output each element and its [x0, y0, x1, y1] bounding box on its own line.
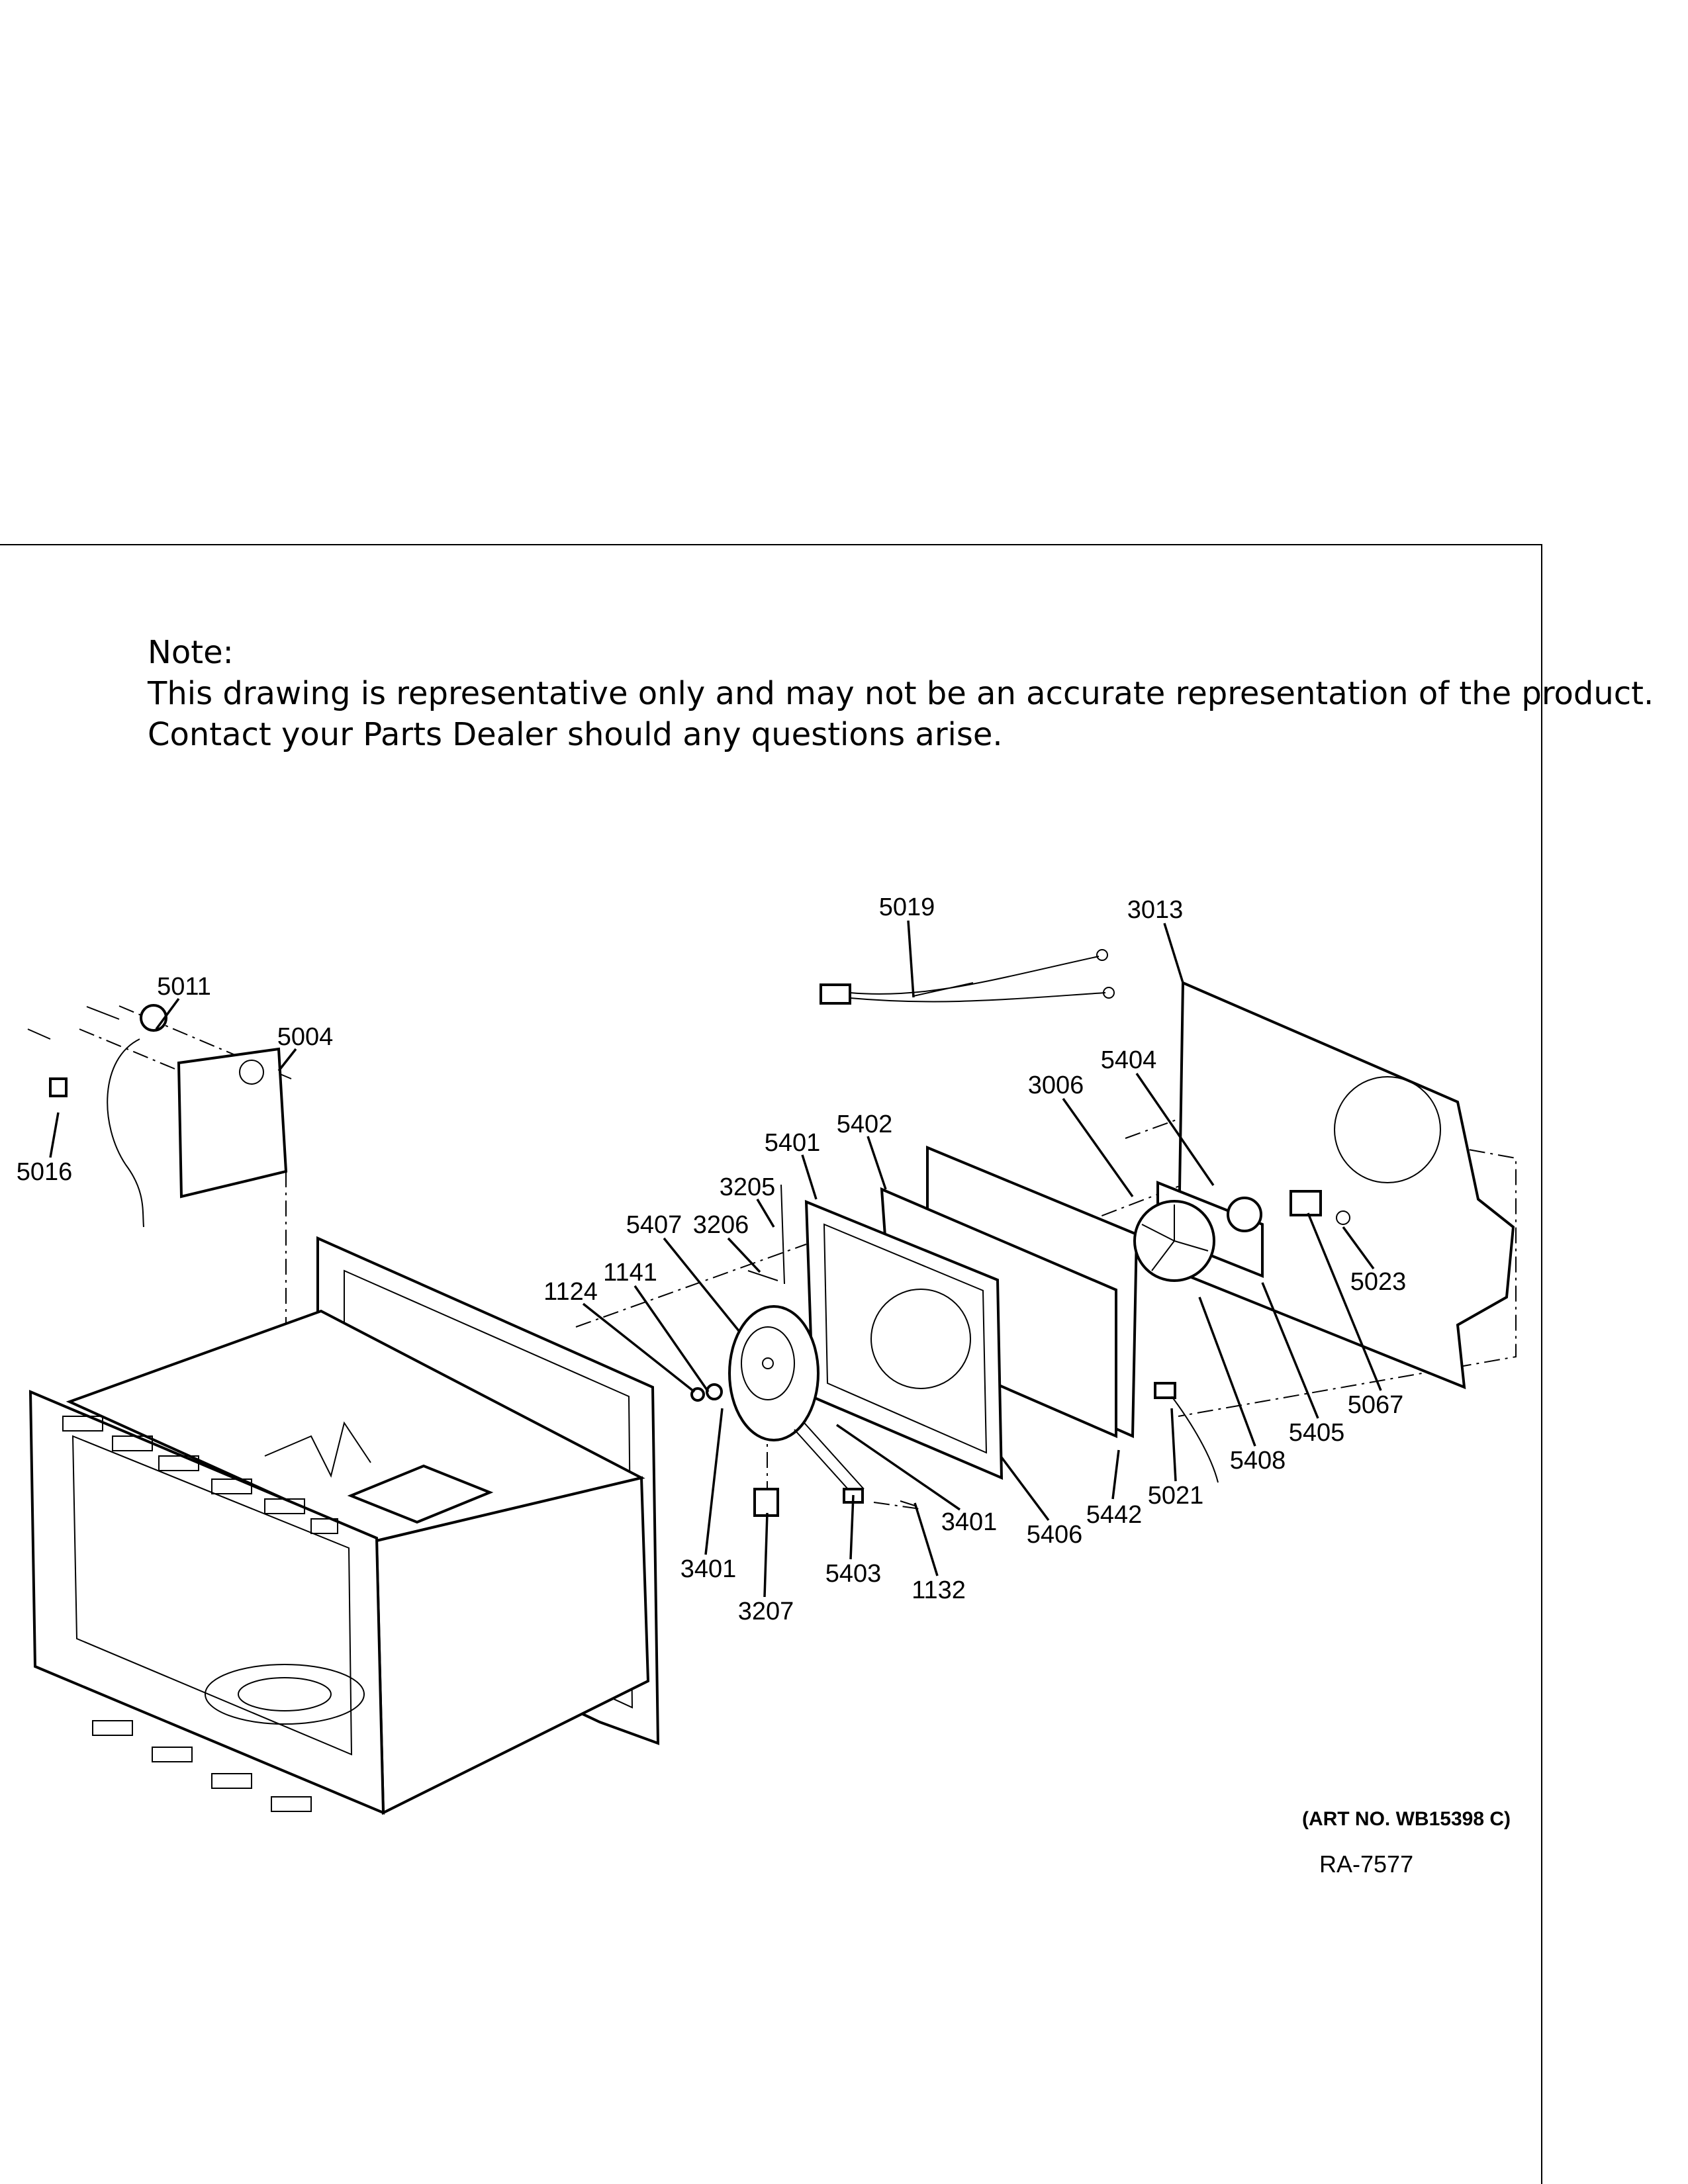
- callout-5405: 5405: [1289, 1419, 1345, 1447]
- callout-leader-lines: [49, 920, 1382, 1598]
- callout-labels: 5019 3013 5011 5004 5016 5404 3006 5402 …: [17, 893, 1407, 1625]
- callout-5402: 5402: [837, 1111, 893, 1138]
- note-line-1: This drawing is representative only and …: [148, 675, 1654, 712]
- callout-3401-left: 3401: [680, 1555, 737, 1583]
- callout-3207: 3207: [738, 1598, 794, 1625]
- callout-3205: 3205: [720, 1173, 776, 1201]
- callout-5067: 5067: [1348, 1391, 1404, 1419]
- callout-5407: 5407: [626, 1211, 682, 1239]
- thermostat-bracket-assembly: [27, 1004, 288, 1228]
- ra-code: RA-7577: [1319, 1850, 1414, 1878]
- note-line-2: Contact your Parts Dealer should any que…: [148, 716, 1003, 753]
- callout-5023: 5023: [1350, 1268, 1407, 1296]
- diagram-frame: [0, 544, 1542, 2184]
- convection-assembly: [690, 980, 1515, 1517]
- disclaimer-note: Note: This drawing is representative onl…: [148, 632, 1654, 755]
- callout-1124: 1124: [543, 1278, 598, 1306]
- callout-3206: 3206: [693, 1211, 749, 1239]
- callout-3401-right: 3401: [941, 1508, 998, 1536]
- callout-5016: 5016: [17, 1158, 73, 1186]
- callout-5403: 5403: [825, 1560, 882, 1588]
- note-heading: Note:: [148, 634, 234, 671]
- wire-harness: [820, 949, 1115, 1005]
- callout-1132: 1132: [912, 1576, 966, 1604]
- callout-3013: 3013: [1127, 896, 1184, 924]
- callout-5021: 5021: [1148, 1482, 1204, 1510]
- callout-1141: 1141: [603, 1259, 657, 1287]
- art-number: (ART NO. WB15398 C): [1301, 1808, 1511, 1830]
- callout-5401: 5401: [765, 1129, 821, 1157]
- callout-5404: 5404: [1101, 1046, 1157, 1074]
- oven-cavity: [28, 1236, 660, 1815]
- callout-5442: 5442: [1086, 1501, 1143, 1529]
- callout-5408: 5408: [1230, 1447, 1286, 1475]
- callout-5406: 5406: [1027, 1521, 1083, 1549]
- callout-5011: 5011: [157, 973, 211, 1001]
- callout-3006: 3006: [1028, 1071, 1084, 1099]
- callout-5004: 5004: [277, 1023, 334, 1051]
- callout-5019: 5019: [879, 893, 935, 921]
